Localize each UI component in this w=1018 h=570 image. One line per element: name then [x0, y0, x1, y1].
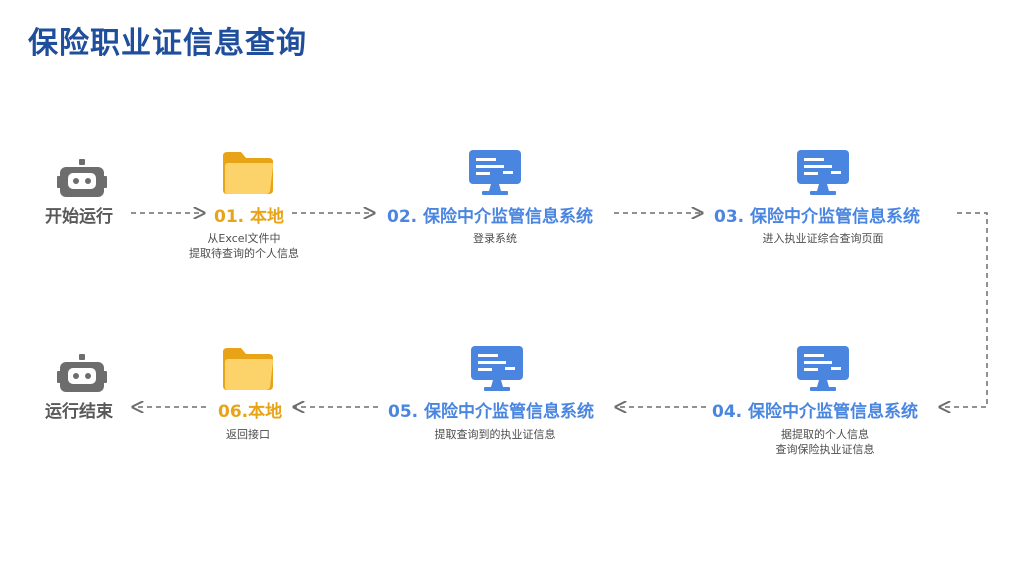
robot-icon	[57, 159, 107, 197]
robot-icon	[57, 354, 107, 392]
folder-icon	[223, 152, 274, 194]
enter-desc-line-1: 进入执业证综合查询页面	[762, 232, 884, 245]
extract-label: 05. 保险中介监管信息系统	[388, 402, 595, 422]
local-desc-line-1: 从Excel文件中	[207, 232, 281, 245]
monitor-icon	[469, 150, 521, 195]
back-label: 06.本地	[218, 402, 283, 422]
monitor-icon	[797, 346, 849, 391]
enter-desc: 进入执业证综合查询页面	[748, 231, 898, 246]
local-desc: 从Excel文件中 提取待查询的个人信息	[177, 231, 311, 261]
login-label: 02. 保险中介监管信息系统	[387, 207, 594, 227]
query-desc: 据提取的个人信息 查询保险执业证信息	[750, 427, 900, 457]
end-label: 运行结束	[45, 402, 113, 422]
back-desc: 返回接口	[205, 427, 291, 442]
start-label: 开始运行	[45, 207, 113, 227]
page-title: 保险职业证信息查询	[28, 26, 307, 61]
arrow-enter-to-query	[940, 212, 988, 407]
login-desc: 登录系统	[445, 231, 545, 246]
query-label: 04. 保险中介监管信息系统	[712, 402, 919, 422]
login-desc-line-1: 登录系统	[473, 232, 517, 245]
enter-label: 03. 保险中介监管信息系统	[714, 207, 921, 227]
query-desc-line-2: 查询保险执业证信息	[775, 443, 875, 456]
extract-desc-line-1: 提取查询到的执业证信息	[434, 428, 556, 441]
local-desc-line-2: 提取待查询的个人信息	[189, 247, 299, 260]
query-desc-line-1: 据提取的个人信息	[781, 428, 869, 441]
folder-icon	[223, 348, 274, 390]
local-label: 01. 本地	[214, 207, 285, 227]
extract-desc: 提取查询到的执业证信息	[420, 427, 570, 442]
monitor-icon	[797, 150, 849, 195]
back-desc-line-1: 返回接口	[226, 428, 270, 441]
monitor-icon	[471, 346, 523, 391]
